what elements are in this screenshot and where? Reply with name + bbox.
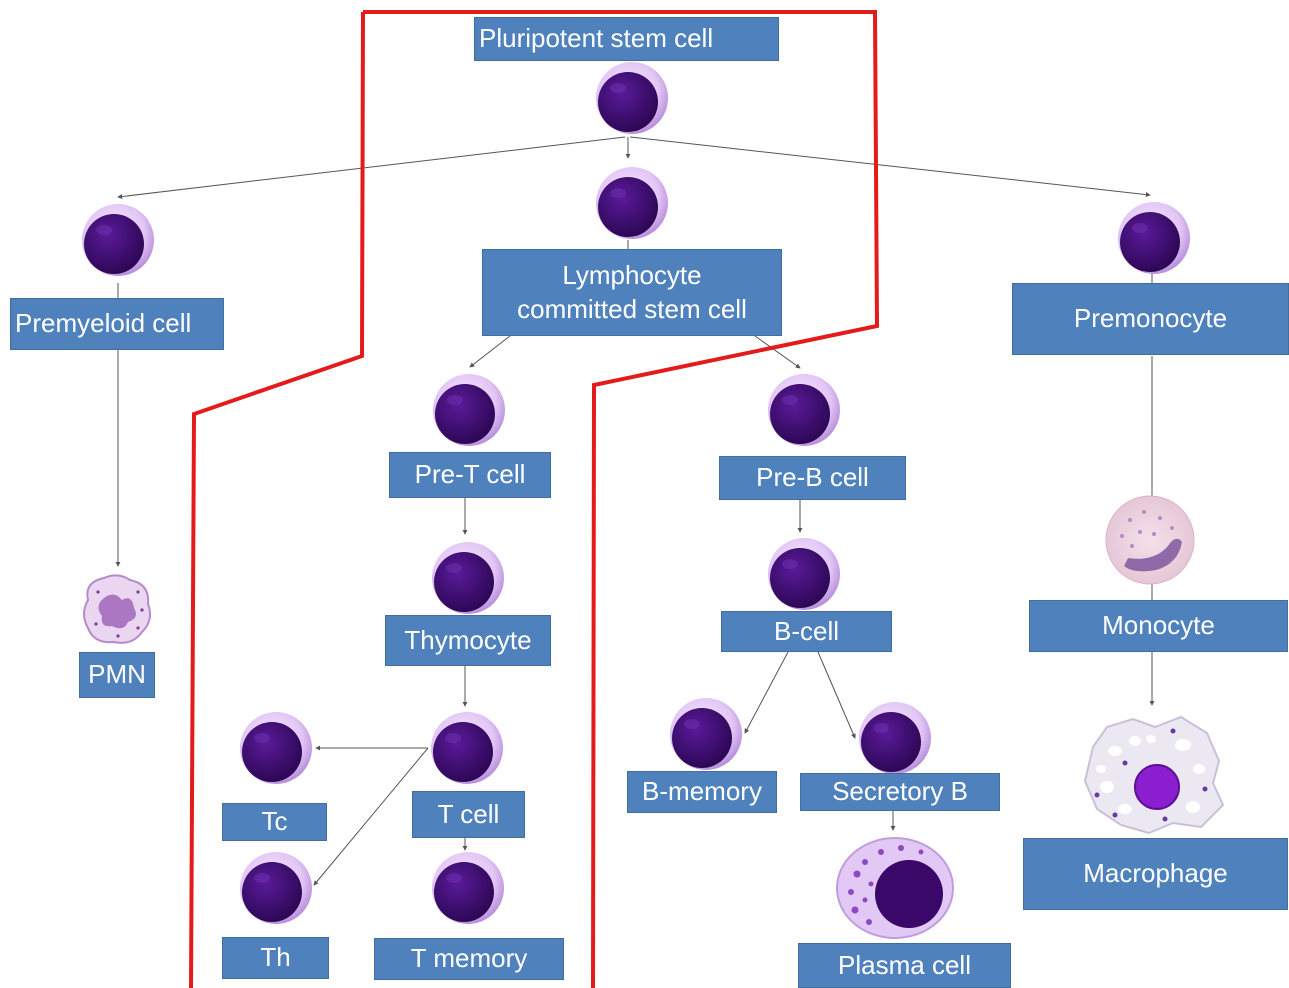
pre-b-cell-icon [768, 374, 840, 446]
label-lymphocyte-committed-stem-cell: Lymphocyte committed stem cell [482, 249, 782, 336]
secretory-b-cell-icon [859, 702, 931, 774]
pluripotent-cell-icon [596, 62, 668, 134]
label-t-memory: T memory [374, 938, 564, 980]
label-t-cell: T cell [412, 791, 525, 838]
label-thymocyte: Thymocyte [385, 615, 551, 666]
t-memory-cell-icon [432, 852, 504, 924]
label-macrophage: Macrophage [1023, 838, 1288, 910]
plasma-cell-icon [836, 837, 954, 939]
label-secretory-b: Secretory B [800, 773, 1000, 811]
label-plasma-cell: Plasma cell [798, 943, 1011, 988]
t-cell-icon [431, 712, 503, 784]
b-cell-icon [768, 538, 840, 610]
label-tc: Tc [222, 803, 327, 841]
label-pre-b-cell: Pre-B cell [719, 456, 906, 500]
label-b-cell: B-cell [721, 611, 892, 652]
macrophage-cell-icon [1083, 715, 1225, 835]
t-lineage-boundary-left [189, 11, 365, 988]
b-memory-cell-icon [670, 698, 742, 770]
label-monocyte: Monocyte [1029, 600, 1288, 652]
premyeloid-cell-icon [82, 204, 154, 276]
t-lineage-boundary [363, 10, 880, 988]
label-pre-t-cell: Pre-T cell [389, 452, 551, 498]
label-pmn: PMN [79, 652, 155, 698]
pmn-cell-icon [83, 574, 151, 644]
premonocyte-cell-icon [1118, 202, 1190, 274]
pre-t-cell-icon [433, 374, 505, 446]
label-premyeloid-cell: Premyeloid cell [10, 298, 224, 350]
monocyte-cell-icon [1105, 495, 1195, 585]
label-premonocyte: Premonocyte [1012, 283, 1289, 355]
tc-cell-icon [240, 712, 312, 784]
label-pluripotent-stem-cell: Pluripotent stem cell [474, 17, 779, 61]
th-cell-icon [240, 852, 312, 924]
label-b-memory: B-memory [627, 771, 777, 813]
thymocyte-icon [432, 542, 504, 614]
connector-arrows [115, 136, 1155, 886]
label-th: Th [222, 937, 329, 979]
lymphocyte-stem-cell-icon [596, 167, 668, 239]
